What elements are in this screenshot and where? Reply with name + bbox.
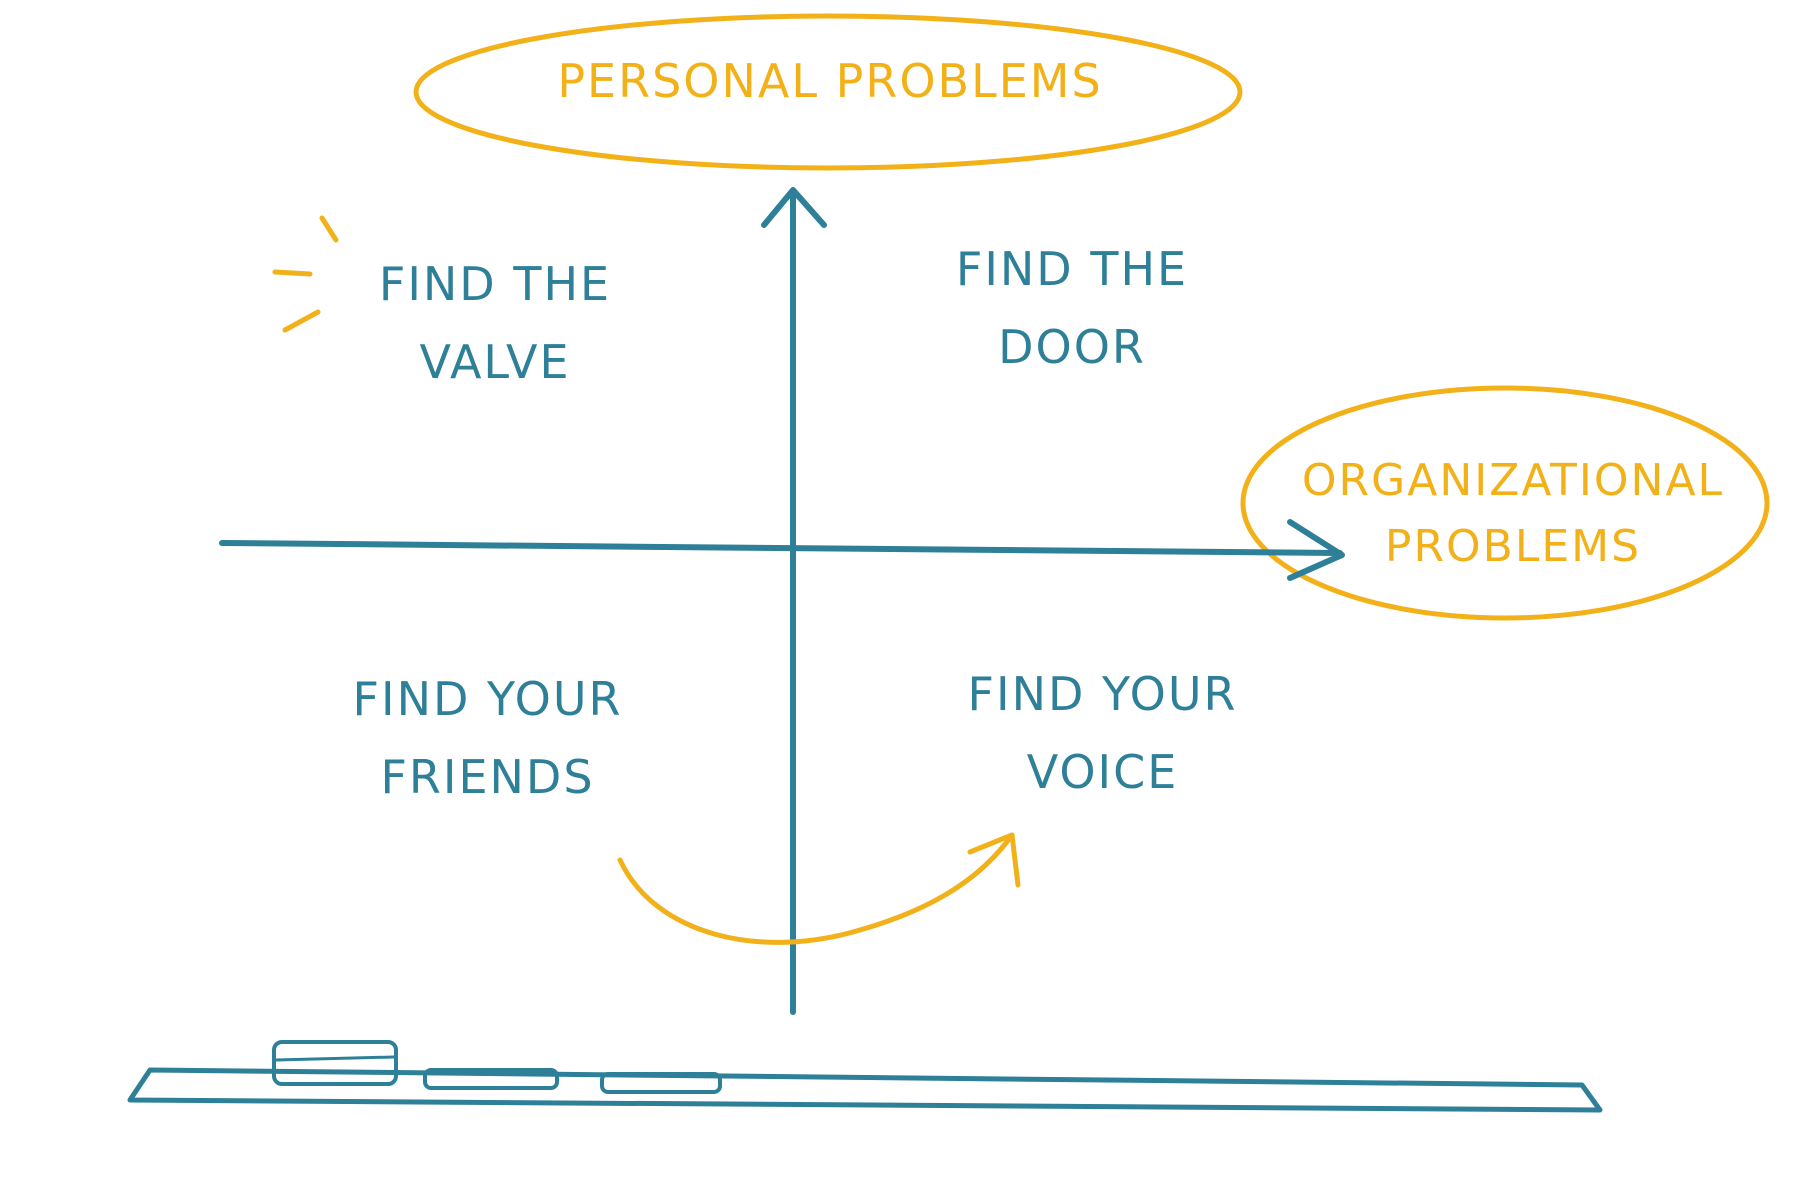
- x-axis-label: ORGANIZATIONAL PROBLEMS: [1301, 455, 1725, 572]
- quadrant-top-left-label: FIND THE VALVE: [378, 257, 612, 390]
- emphasis-burst-icon: [272, 215, 339, 333]
- transition-arrow: [617, 832, 1015, 945]
- y-axis-label: PERSONAL PROBLEMS: [557, 54, 1103, 108]
- marker-icon-2: [600, 1072, 722, 1094]
- eraser-base-line: [275, 1055, 395, 1062]
- y-axis-arrowhead: [761, 187, 827, 228]
- eraser-icon: [272, 1040, 398, 1086]
- transition-arrowhead: [967, 832, 1021, 888]
- x-axis-label-ellipse: [1240, 385, 1770, 621]
- x-axis: [219, 540, 1343, 556]
- marker-icon: [423, 1068, 559, 1090]
- y-axis-label-ellipse: [413, 13, 1243, 171]
- x-axis-arrowhead: [1287, 519, 1345, 581]
- quadrant-top-right-label: FIND THE DOOR: [955, 242, 1189, 375]
- quadrant-bottom-right-label: FIND YOUR VOICE: [967, 667, 1238, 800]
- quadrant-bottom-left-label: FIND YOUR FRIENDS: [352, 672, 623, 805]
- whiteboard-tray: [127, 1067, 1603, 1113]
